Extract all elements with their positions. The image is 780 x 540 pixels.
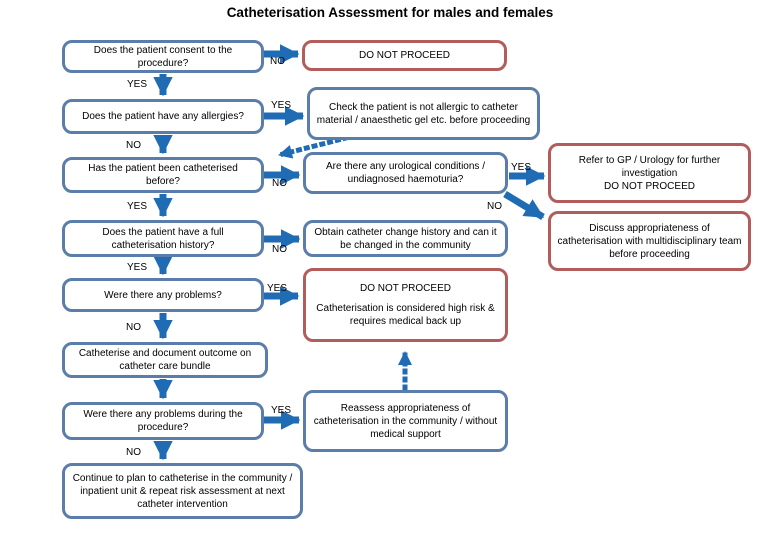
node-catheterised-before-question: Has the patient been catheterised before… xyxy=(62,157,264,193)
node-do-not-proceed-top: DO NOT PROCEED xyxy=(302,40,507,71)
node-allergies-question: Does the patient have any allergies? xyxy=(62,99,264,134)
node-consent-text: Does the patient consent to the procedur… xyxy=(93,44,233,69)
node-refer-gp-line2: DO NOT PROCEED xyxy=(604,180,695,192)
node-obtain-history-text: Obtain catheter change history and can i… xyxy=(314,226,497,251)
label-consent-no: NO xyxy=(270,56,285,67)
node-consent-question: Does the patient consent to the procedur… xyxy=(62,40,264,73)
arrow-urological-no-diagonal xyxy=(503,191,545,220)
label-allergies-no: NO xyxy=(126,140,141,151)
page-title: Catheterisation Assessment for males and… xyxy=(226,5,554,20)
label-problems-during-no: NO xyxy=(126,447,141,458)
label-problems-during-yes: YES xyxy=(271,405,292,416)
node-allergies-text: Does the patient have any allergies? xyxy=(82,111,244,122)
label-catheterised-yes: YES xyxy=(127,201,148,212)
node-urological-question: Are there any urological conditions / un… xyxy=(303,152,508,194)
label-full-history-yes: YES xyxy=(127,262,148,273)
label-problems-yes: YES xyxy=(267,283,288,294)
label-allergies-yes: YES xyxy=(271,100,292,111)
node-do-not-proceed-high-risk-heading: DO NOT PROCEED xyxy=(360,283,451,294)
node-discuss-multidisciplinary: Discuss appropriateness of catheterisati… xyxy=(548,211,751,271)
node-refer-gp-line1: Refer to GP / Urology for further invest… xyxy=(578,154,721,179)
node-check-allergy-text: Check the patient is not allergic to cat… xyxy=(316,101,531,126)
node-problems-during-text: Were there any problems during the proce… xyxy=(83,409,243,433)
label-catheterised-no: NO xyxy=(272,178,287,189)
arrow-check-allergy-return-dashed xyxy=(275,134,350,159)
node-problems-question: Were there any problems? xyxy=(62,278,264,312)
label-urological-yes: YES xyxy=(511,162,532,173)
node-discuss-text: Discuss appropriateness of catheterisati… xyxy=(557,222,742,260)
node-catheterised-before-text: Has the patient been catheterised before… xyxy=(88,163,238,187)
node-problems-during-question: Were there any problems during the proce… xyxy=(62,402,264,440)
label-urological-no: NO xyxy=(487,201,502,212)
node-do-not-proceed-top-text: DO NOT PROCEED xyxy=(359,50,450,61)
node-check-allergy: Check the patient is not allergic to cat… xyxy=(307,87,540,140)
label-consent-yes: YES xyxy=(127,79,148,90)
node-reassess: Reassess appropriateness of catheterisat… xyxy=(303,390,508,452)
node-full-history-question: Does the patient have a full catheterisa… xyxy=(62,220,264,257)
node-obtain-history: Obtain catheter change history and can i… xyxy=(303,220,508,257)
node-catheterise-document: Catheterise and document outcome on cath… xyxy=(62,342,268,378)
label-full-history-no: NO xyxy=(272,244,287,255)
node-continue-plan-text: Continue to plan to catheterise in the c… xyxy=(72,472,293,510)
node-full-history-text: Does the patient have a full catheterisa… xyxy=(102,226,224,251)
node-urological-text: Are there any urological conditions / un… xyxy=(326,161,485,185)
node-problems-text: Were there any problems? xyxy=(104,289,222,301)
label-problems-no: NO xyxy=(126,322,141,333)
node-do-not-proceed-high-risk-body: Catheterisation is considered high risk … xyxy=(316,303,495,327)
node-refer-gp: Refer to GP / Urology for further invest… xyxy=(548,143,751,203)
node-catheterise-document-text: Catheterise and document outcome on cath… xyxy=(78,348,252,372)
node-continue-plan: Continue to plan to catheterise in the c… xyxy=(62,463,303,519)
node-reassess-text: Reassess appropriateness of catheterisat… xyxy=(313,402,498,440)
node-do-not-proceed-high-risk: DO NOT PROCEED Catheterisation is consid… xyxy=(303,268,508,342)
